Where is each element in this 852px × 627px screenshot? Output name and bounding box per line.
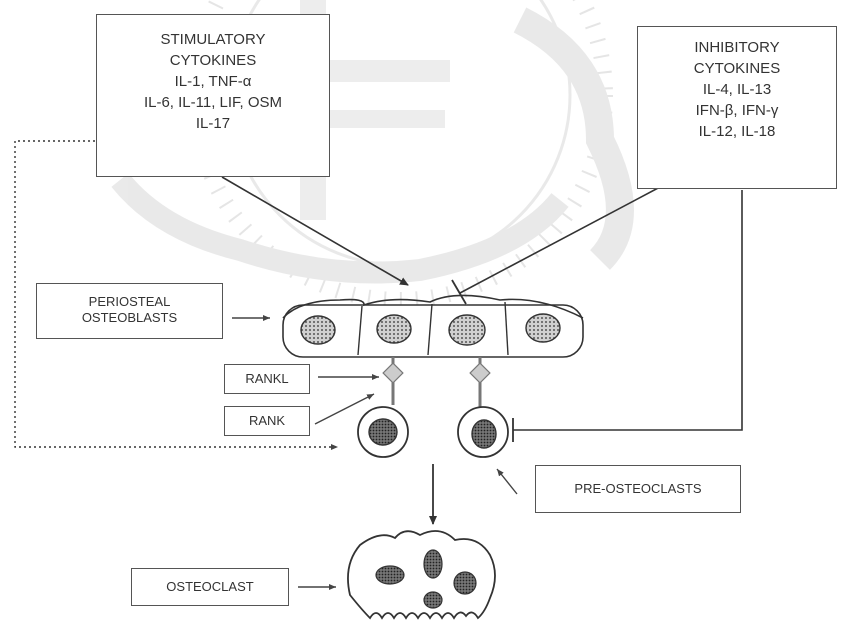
osteoblast-nucleus bbox=[526, 314, 560, 342]
osteoclast-label-box: OSTEOCLAST bbox=[131, 568, 289, 606]
periosteal-line: PERIOSTEAL bbox=[37, 294, 222, 310]
osteoblast-nucleus bbox=[449, 315, 485, 345]
pre-osteoclasts-label-box: PRE-OSTEOCLASTS bbox=[535, 465, 741, 513]
rank-label: RANK bbox=[225, 413, 309, 429]
inhibitory-line: IL-4, IL-13 bbox=[638, 79, 836, 100]
osteoclast-cell bbox=[348, 531, 495, 618]
osteoblast-cells bbox=[283, 295, 583, 357]
inhibitory-line: CYTOKINES bbox=[638, 58, 836, 79]
inhibitory-line: IFN-β, IFN-γ bbox=[638, 100, 836, 121]
arrow-pre-osteoclasts bbox=[497, 469, 517, 494]
stimulatory-line: IL-1, TNF-α bbox=[97, 71, 329, 92]
periosteal-osteoblasts-box: PERIOSTEAL OSTEOBLASTS bbox=[36, 283, 223, 339]
osteoblast-nucleus bbox=[301, 316, 335, 344]
periosteal-line: OSTEOBLASTS bbox=[37, 310, 222, 326]
pre-osteoclast-cells bbox=[358, 407, 508, 457]
stimulatory-line: IL-17 bbox=[97, 113, 329, 134]
osteoclast-label: OSTEOCLAST bbox=[132, 579, 288, 595]
stimulatory-line: CYTOKINES bbox=[97, 50, 329, 71]
inhibitory-line: IL-12, IL-18 bbox=[638, 121, 836, 142]
inhibitory-cytokines-box: INHIBITORY CYTOKINES IL-4, IL-13 IFN-β, … bbox=[637, 26, 837, 189]
stimulatory-line: IL-6, IL-11, LIF, OSM bbox=[97, 92, 329, 113]
inhibitory-line: INHIBITORY bbox=[638, 37, 836, 58]
pre-osteoclasts-label: PRE-OSTEOCLASTS bbox=[536, 481, 740, 497]
stimulatory-cytokines-box: STIMULATORY CYTOKINES IL-1, TNF-α IL-6, … bbox=[96, 14, 330, 177]
rank-label-box: RANK bbox=[224, 406, 310, 436]
rankl-label-box: RANKL bbox=[224, 364, 310, 394]
stimulatory-line: STIMULATORY bbox=[97, 29, 329, 50]
rankl-label: RANKL bbox=[225, 371, 309, 387]
osteoblast-nucleus bbox=[377, 315, 411, 343]
rankl-rank-connectors bbox=[383, 357, 490, 408]
